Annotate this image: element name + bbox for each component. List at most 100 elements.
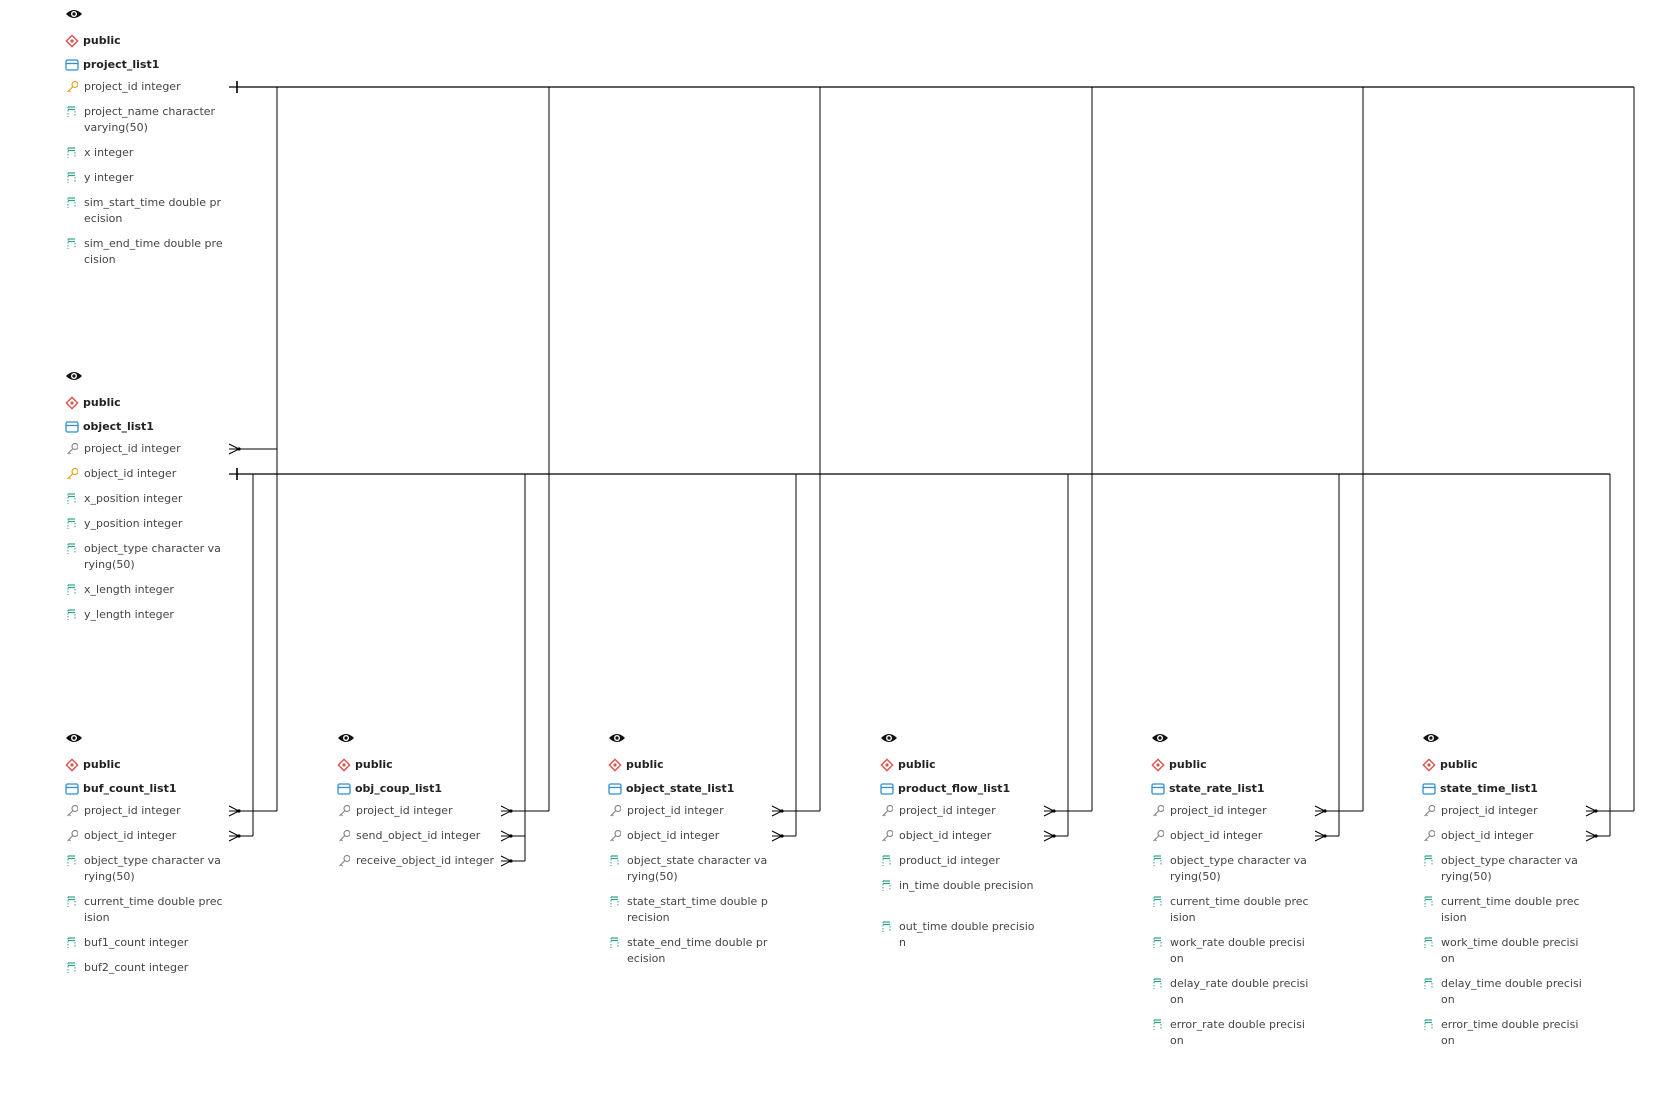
schema-row[interactable]: public <box>1151 755 1207 773</box>
schema-row[interactable]: public <box>608 755 664 773</box>
column-row-project-id-integer[interactable]: project_id integer <box>1151 803 1311 819</box>
table-name-row[interactable]: obj_coup_list1 <box>337 779 442 797</box>
visibility-eye-icon[interactable] <box>880 730 898 744</box>
column-row-project-id-integer[interactable]: project_id integer <box>65 441 225 457</box>
visibility-eye-icon[interactable] <box>337 730 355 744</box>
column-row-x-length-integer[interactable]: x_length integer <box>65 582 225 598</box>
column-row-project-id-integer[interactable]: project_id integer <box>65 803 225 819</box>
schema-row[interactable]: public <box>65 31 121 49</box>
column-row-object-id-integer[interactable]: object_id integer <box>1422 828 1582 844</box>
column-label: object_id integer <box>1170 829 1263 842</box>
schema-icon <box>1422 757 1436 772</box>
crowsfoot-many-marker <box>509 859 513 863</box>
column-row-send-object-id-integer[interactable]: send_object_id integer <box>337 828 497 844</box>
table-name: obj_coup_list1 <box>355 781 442 795</box>
column-row-project-id-integer[interactable]: project_id integer <box>1422 803 1582 819</box>
primary-key-icon <box>66 466 79 480</box>
column-row-delay-rate-double-precision[interactable]: delay_rate double precision <box>1151 976 1311 1008</box>
column-row-state-start-time-double-precision[interactable]: state_start_time double precision <box>608 894 768 926</box>
column-row-x-integer[interactable]: x integer <box>65 145 225 161</box>
column-row-current-time-double-precision[interactable]: current_time double precision <box>65 894 225 926</box>
column-row-sim-start-time-double-precision[interactable]: sim_start_time double precision <box>65 195 225 227</box>
visibility-eye-icon[interactable] <box>65 730 83 744</box>
column-label: x_position integer <box>84 492 183 505</box>
column-row-y-integer[interactable]: y integer <box>65 170 225 186</box>
column-label: current_time double precision <box>84 895 223 924</box>
column-row-object-id-integer[interactable]: object_id integer <box>880 828 1040 844</box>
column-row-work-time-double-precision[interactable]: work_time double precision <box>1422 935 1582 967</box>
schema-icon <box>65 395 79 410</box>
visibility-eye-icon[interactable] <box>65 368 83 382</box>
column-row-y-length-integer[interactable]: y_length integer <box>65 607 225 623</box>
column-row-state-end-time-double-precision[interactable]: state_end_time double precision <box>608 935 768 967</box>
schema-icon <box>880 757 894 772</box>
schema-row[interactable]: public <box>880 755 936 773</box>
table-icon <box>65 781 79 795</box>
column-row-object-id-integer[interactable]: object_id integer <box>65 466 225 482</box>
column-label: delay_time double precision <box>1441 977 1582 1006</box>
column-row-current-time-double-precision[interactable]: current_time double precision <box>1422 894 1582 926</box>
schema-row[interactable]: public <box>1422 755 1478 773</box>
column-icon <box>1152 976 1164 990</box>
table-name-row[interactable]: product_flow_list1 <box>880 779 1010 797</box>
column-row-object-type-character-varying-50[interactable]: object_type character varying(50) <box>1422 853 1582 885</box>
schema-row[interactable]: public <box>65 755 121 773</box>
visibility-eye-icon[interactable] <box>65 6 83 20</box>
column-row-work-rate-double-precision[interactable]: work_rate double precision <box>1151 935 1311 967</box>
column-row-y-position-integer[interactable]: y_position integer <box>65 516 225 532</box>
crowsfoot-many-marker <box>237 447 241 451</box>
table-name-row[interactable]: state_rate_list1 <box>1151 779 1265 797</box>
column-row-delay-time-double-precision[interactable]: delay_time double precision <box>1422 976 1582 1008</box>
column-row-object-id-integer[interactable]: object_id integer <box>608 828 768 844</box>
column-row-object-id-integer[interactable]: object_id integer <box>1151 828 1311 844</box>
schema-icon <box>1151 757 1165 772</box>
foreign-key-icon <box>1152 828 1165 842</box>
foreign-key-icon <box>66 828 79 842</box>
schema-row[interactable]: public <box>65 393 121 411</box>
column-row-object-type-character-varying-50[interactable]: object_type character varying(50) <box>65 853 225 885</box>
column-row-object-id-integer[interactable]: object_id integer <box>65 828 225 844</box>
column-row-error-rate-double-precision[interactable]: error_rate double precision <box>1151 1017 1311 1049</box>
table-name-row[interactable]: object_list1 <box>65 417 154 435</box>
foreign-key-icon <box>1423 803 1436 817</box>
column-row-receive-object-id-integer[interactable]: receive_object_id integer <box>337 853 497 869</box>
visibility-eye-icon[interactable] <box>1422 730 1440 744</box>
table-name-row[interactable]: project_list1 <box>65 55 159 73</box>
table-name-row[interactable]: state_time_list1 <box>1422 779 1538 797</box>
column-row-object-state-character-varying-50[interactable]: object_state character varying(50) <box>608 853 768 885</box>
column-row-buf2-count-integer[interactable]: buf2_count integer <box>65 960 225 976</box>
column-row-object-type-character-varying-50[interactable]: object_type character varying(50) <box>65 541 225 573</box>
column-row-error-time-double-precision[interactable]: error_time double precision <box>1422 1017 1582 1049</box>
column-icon <box>66 960 78 974</box>
column-row-buf1-count-integer[interactable]: buf1_count integer <box>65 935 225 951</box>
column-row-x-position-integer[interactable]: x_position integer <box>65 491 225 507</box>
crowsfoot-many-marker <box>1594 809 1598 813</box>
foreign-key-icon <box>609 803 622 817</box>
column-row-project-id-integer[interactable]: project_id integer <box>337 803 497 819</box>
column-label: receive_object_id integer <box>356 854 495 867</box>
column-row-in-time-double-precision[interactable]: in_time double precision <box>880 878 1040 894</box>
table-name-row[interactable]: object_state_list1 <box>608 779 734 797</box>
table-name-row[interactable]: buf_count_list1 <box>65 779 177 797</box>
column-row-project-id-integer[interactable]: project_id integer <box>880 803 1040 819</box>
column-row-project-id-integer[interactable]: project_id integer <box>65 79 225 95</box>
column-row-out-time-double-precision[interactable]: out_time double precision <box>880 919 1040 951</box>
column-row-project-id-integer[interactable]: project_id integer <box>608 803 768 819</box>
column-row-sim-end-time-double-precision[interactable]: sim_end_time double precision <box>65 236 225 268</box>
column-row-object-type-character-varying-50[interactable]: object_type character varying(50) <box>1151 853 1311 885</box>
visibility-eye-icon[interactable] <box>1151 730 1169 744</box>
schema-icon <box>337 757 351 772</box>
column-label: project_id integer <box>1441 804 1538 817</box>
column-icon <box>66 236 78 250</box>
column-icon <box>609 894 621 908</box>
column-row-project-name-character-varying-50[interactable]: project_name character varying(50) <box>65 104 225 136</box>
visibility-eye-icon[interactable] <box>608 730 626 744</box>
column-label: sim_start_time double precision <box>84 196 221 225</box>
table-icon <box>1422 781 1436 795</box>
column-icon <box>66 894 78 908</box>
schema-row[interactable]: public <box>337 755 393 773</box>
crowsfoot-many-marker <box>237 834 241 838</box>
foreign-key-icon <box>1423 828 1436 842</box>
column-row-current-time-double-precision[interactable]: current_time double precision <box>1151 894 1311 926</box>
column-row-product-id-integer[interactable]: product_id integer <box>880 853 1040 869</box>
